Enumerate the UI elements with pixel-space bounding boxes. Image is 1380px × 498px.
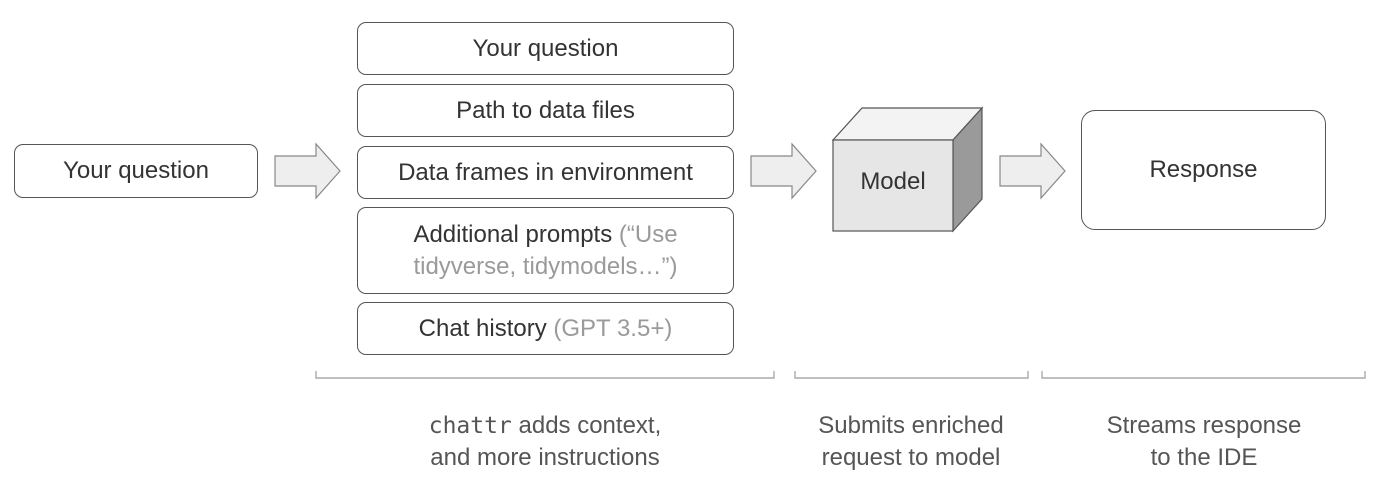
context-item-additional-prompts: Additional prompts (“Use tidyverse, tidy… (357, 207, 734, 294)
context-item-chat-history: Chat history (GPT 3.5+) (357, 302, 734, 355)
model-cube-icon (831, 106, 984, 233)
chat-history-note: (GPT 3.5+) (553, 314, 673, 342)
response-box: Response (1081, 110, 1326, 230)
context-item-data-paths: Path to data files (357, 84, 734, 137)
input-question-label: Your question (63, 157, 209, 185)
additional-prompts-example: (“Use tidyverse, tidymodels…”) (413, 221, 678, 280)
chattr-code: chattr (428, 413, 512, 439)
bracket-response (1041, 371, 1366, 379)
caption-model: Submits enriched request to model (818, 412, 1004, 472)
response-label: Response (1149, 156, 1258, 184)
input-question-box: Your question (14, 144, 258, 198)
context-item-question: Your question (357, 22, 734, 75)
caption-response: Streams response to the IDE (1106, 412, 1302, 472)
context-item-data-frames: Data frames in environment (357, 146, 734, 199)
arrow-1-icon (274, 142, 341, 200)
arrow-3-icon (999, 142, 1066, 200)
bracket-model (794, 371, 1029, 379)
model-label: Model (860, 168, 926, 195)
arrow-2-icon (750, 142, 817, 200)
caption-context: chattr adds context, and more instructio… (428, 412, 662, 472)
bracket-context (315, 371, 775, 379)
